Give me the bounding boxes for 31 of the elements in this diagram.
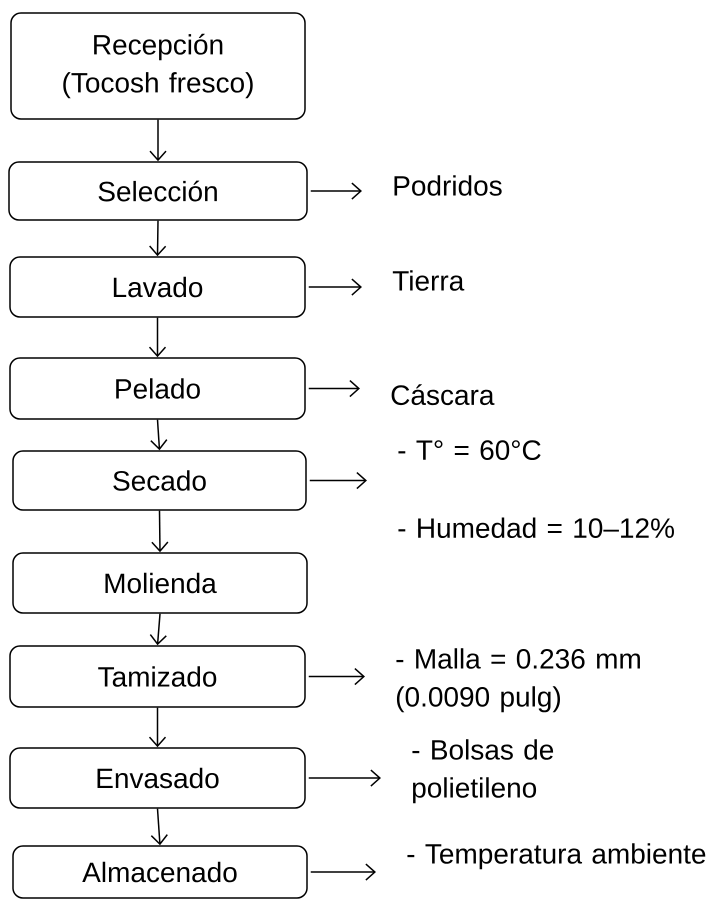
- process-box: Pelado: [9, 357, 306, 420]
- arrow: [308, 668, 365, 686]
- arrow: [148, 708, 166, 748]
- arrow: [149, 120, 167, 162]
- output-text: Podridos: [394, 175, 502, 196]
- output-text: - Temperatura ambiente: [407, 843, 706, 870]
- process-box: Molienda: [12, 552, 308, 614]
- arrow: [308, 380, 360, 398]
- process-box: Selección: [8, 161, 308, 221]
- arrow: [308, 278, 362, 296]
- output-text: - Malla = 0.236 mm (0.0090 pulg): [396, 648, 640, 712]
- arrow: [148, 318, 166, 358]
- process-box: Tamizado: [9, 645, 306, 708]
- arrow: [310, 182, 362, 200]
- process-box: Lavado: [9, 256, 306, 318]
- output-text: - T° = 60°C - Humedad = 10–12%: [398, 440, 674, 538]
- arrow: [149, 220, 166, 256]
- output-text: Cáscara: [392, 384, 494, 406]
- output-text: - Bolsas de polietileno: [412, 739, 554, 804]
- arrow: [150, 614, 167, 646]
- arrow: [150, 420, 168, 450]
- arrow: [310, 863, 376, 881]
- process-box: Envasado: [9, 747, 306, 809]
- arrow: [310, 472, 367, 490]
- output-text: Tierra: [392, 270, 464, 291]
- arrow: [308, 769, 381, 787]
- process-box: Almacenado: [12, 845, 308, 899]
- arrow: [150, 808, 168, 846]
- process-box: Recepción (Tocosh fresco): [10, 12, 306, 120]
- arrow: [151, 510, 168, 552]
- process-box: Secado: [12, 450, 307, 511]
